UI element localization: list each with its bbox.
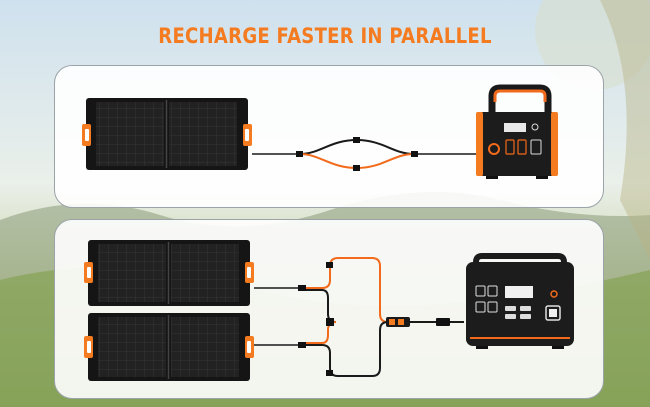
portable-power-station — [476, 84, 558, 179]
solar-panel-bottom-2 — [84, 313, 254, 381]
cable-top — [252, 137, 480, 171]
solar-panel-bottom-1 — [84, 240, 254, 306]
page-title: RECHARGE FASTER IN PARALLEL — [158, 24, 492, 48]
parallel-cable — [254, 257, 464, 377]
solar-panel-top — [82, 98, 252, 170]
large-power-station — [466, 253, 574, 349]
